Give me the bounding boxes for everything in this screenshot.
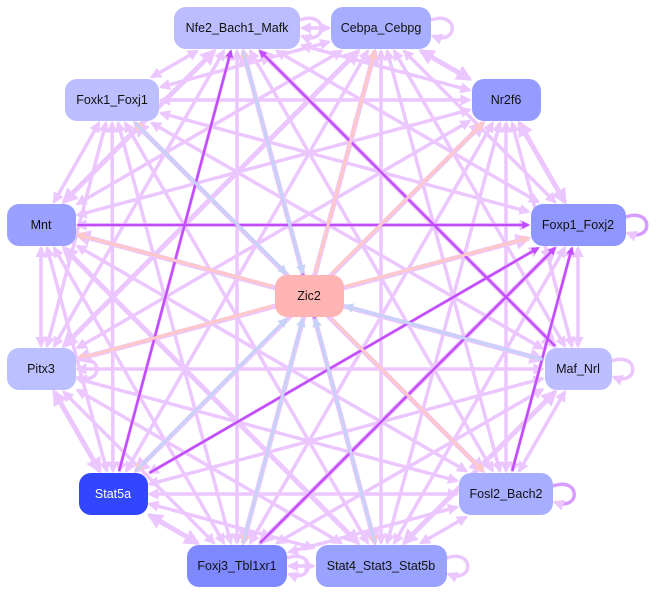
node-nfe2-bach1-mafk[interactable]: Nfe2_Bach1_Mafk	[174, 7, 300, 49]
edge-Zic2-to-Nr2f6	[331, 121, 485, 275]
node-label: Maf_Nrl	[556, 362, 600, 376]
node-label: Stat4_Stat3_Stat5b	[326, 559, 436, 573]
node-label: Pitx3	[27, 362, 55, 376]
edge-Fosl2_Bach2-to-Stat4_Stat3_Stat5b	[418, 515, 469, 545]
node-zic2[interactable]: Zic2	[274, 275, 344, 317]
edge-Stat5a-to-Stat4_Stat3_Stat5b	[147, 500, 316, 551]
node-label: Foxj3_Tbl1xr1	[197, 559, 277, 573]
self-loop-Pitx3	[74, 357, 99, 386]
edge-Stat5a-to-Foxp1_Foxj2	[148, 246, 540, 474]
self-loop-Cebpa_Cebpg	[430, 16, 454, 45]
node-stat4-stat3-stat5b[interactable]: Stat4_Stat3_Stat5b	[315, 545, 447, 587]
node-maf-nrl[interactable]: Maf_Nrl	[544, 348, 612, 390]
node-mnt[interactable]: Mnt	[6, 204, 76, 246]
node-label: Cebpa_Cebpg	[340, 21, 422, 35]
edge-Foxj3_Tbl1xr1-to-Zic2	[241, 317, 306, 544]
edge-Stat5a-to-Zic2	[134, 317, 288, 473]
edge-Zic2-to-Fosl2_Bach2	[330, 317, 485, 473]
self-loop-Fosl2_Bach2	[552, 482, 576, 511]
node-foxp1-foxj2[interactable]: Foxp1_Foxj2	[530, 204, 626, 246]
edge-Fosl2_Bach2-to-Foxj3_Tbl1xr1	[286, 504, 460, 556]
node-label: Stat5a	[94, 487, 132, 501]
edge-Pitx3-to-Fosl2_Bach2	[75, 375, 460, 484]
node-foxk1-foxj1[interactable]: Foxk1_Foxj1	[65, 79, 159, 121]
node-foxj3-tbl1xr1[interactable]: Foxj3_Tbl1xr1	[187, 545, 287, 587]
edge-Maf_Nrl-to-Zic2	[343, 303, 543, 361]
node-label: Nr2f6	[490, 93, 522, 107]
self-loop-Maf_Nrl	[610, 357, 635, 386]
edge-Zic2-to-Cebpa_Cebpg	[313, 49, 378, 274]
node-label: Zic2	[297, 289, 321, 303]
self-loop-Foxp1_Foxj2	[624, 213, 649, 242]
node-label: Foxk1_Foxj1	[76, 93, 148, 107]
node-stat5a[interactable]: Stat5a	[78, 473, 148, 515]
node-cebpa-cebpg[interactable]: Cebpa_Cebpg	[331, 7, 431, 49]
node-nr2f6[interactable]: Nr2f6	[471, 79, 541, 121]
edge-Stat4_Stat3_Stat5b-to-Zic2	[312, 317, 377, 544]
self-loop-Foxj3_Tbl1xr1	[286, 554, 310, 583]
edge-Zic2-to-Foxp1_Foxj2	[345, 235, 531, 288]
node-label: Nfe2_Bach1_Mafk	[185, 21, 289, 35]
edge-Foxk1_Foxj1-to-Zic2	[134, 121, 288, 275]
edge-Nfe2_Bach1_Mafk-to-Zic2	[241, 50, 306, 275]
node-fosl2-bach2[interactable]: Fosl2_Bach2	[459, 473, 553, 515]
node-label: Mnt	[30, 218, 52, 232]
node-label: Fosl2_Bach2	[469, 487, 543, 501]
edge-Zic2-to-Pitx3	[75, 304, 273, 362]
node-pitx3[interactable]: Pitx3	[6, 348, 76, 390]
edge-Zic2-to-Mnt	[75, 231, 273, 288]
self-loop-Nfe2_Bach1_Mafk	[299, 16, 323, 45]
node-label: Foxp1_Foxj2	[541, 218, 615, 232]
self-loop-Stat4_Stat3_Stat5b	[445, 554, 470, 583]
